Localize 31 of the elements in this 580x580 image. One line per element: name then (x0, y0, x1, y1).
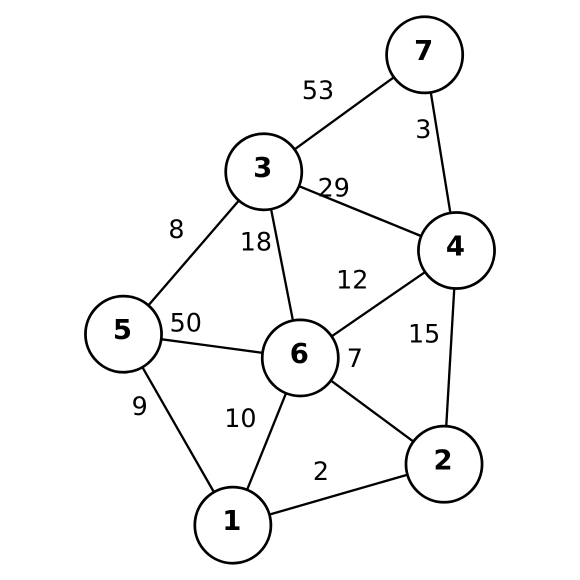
connector (330, 380, 414, 442)
connector (430, 92, 452, 214)
connector (246, 392, 288, 490)
edge-label: 8 (168, 214, 185, 244)
connector (269, 474, 408, 516)
connector (270, 209, 294, 321)
edge-label: 3 (415, 114, 432, 144)
node-circle: 1 (193, 486, 272, 565)
edge-label: 50 (170, 307, 202, 338)
node-circle: 6 (260, 318, 340, 398)
node-circle: 5 (84, 294, 163, 374)
edge-label: 7 (346, 342, 363, 373)
edge-label: 18 (240, 226, 272, 256)
edge-label: 9 (132, 390, 148, 421)
edge-label: 12 (336, 264, 368, 295)
edge-label: 29 (318, 172, 350, 202)
edge-label: 15 (408, 318, 440, 349)
edge-label: 10 (224, 402, 257, 433)
connector (445, 288, 456, 426)
connector (298, 185, 422, 237)
connector (148, 200, 240, 306)
connector (162, 338, 262, 354)
node-circle: 4 (417, 211, 496, 290)
node-circle: 2 (404, 424, 484, 504)
edge-label: 53 (302, 74, 334, 105)
node-circle: 3 (224, 132, 304, 212)
connector (142, 366, 215, 492)
edge-label: 2 (312, 456, 330, 486)
node-circle: 7 (385, 15, 464, 94)
connector (294, 76, 394, 150)
connector (331, 271, 426, 338)
